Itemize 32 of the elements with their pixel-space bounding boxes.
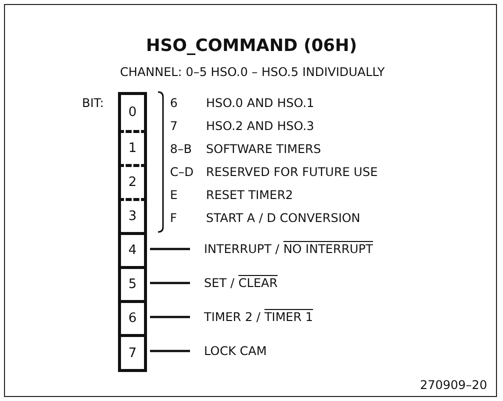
- bit-cell: 4: [118, 232, 147, 266]
- bit-description: INTERRUPT / NO INTERRUPT: [204, 241, 374, 257]
- channel-function: RESET TIMER2: [206, 188, 294, 202]
- bit-description: TIMER 2 / TIMER 1: [204, 309, 314, 325]
- channel-code: E: [170, 188, 178, 202]
- bit-description: SET / CLEAR: [204, 275, 278, 291]
- leader-line: [150, 350, 190, 352]
- bit-description: LOCK CAM: [204, 343, 267, 359]
- bit-cell: 6: [118, 300, 147, 334]
- channel-function: HSO.2 AND HSO.3: [206, 119, 314, 133]
- bit-cell: 3: [118, 198, 147, 235]
- channel-function: SOFTWARE TIMERS: [206, 142, 321, 156]
- figure-number: 270909–20: [420, 378, 488, 392]
- channel-function: HSO.0 AND HSO.1: [206, 96, 314, 110]
- diagram-title: HSO_COMMAND (06H): [144, 36, 358, 56]
- channel-function: START A / D CONVERSION: [206, 211, 360, 225]
- channel-note: CHANNEL: 0–5 HSO.0 – HSO.5 INDIVIDUALLY: [120, 65, 385, 79]
- leader-line: [150, 248, 190, 250]
- bit-label: BIT:: [82, 96, 104, 110]
- bit-cell: 5: [118, 266, 147, 300]
- channel-code: 7: [170, 119, 178, 133]
- leader-line: [150, 282, 190, 284]
- bit-cell: 0: [118, 92, 147, 130]
- bit-cell: 1: [118, 130, 147, 164]
- channel-code: 8–B: [170, 142, 192, 156]
- channel-code: F: [170, 211, 177, 225]
- channel-function: RESERVED FOR FUTURE USE: [206, 165, 378, 179]
- leader-line: [150, 316, 190, 318]
- bit-cell: 2: [118, 164, 147, 198]
- channel-code: C–D: [170, 165, 194, 179]
- bit-cell: 7: [118, 334, 147, 372]
- channel-code: 6: [170, 96, 178, 110]
